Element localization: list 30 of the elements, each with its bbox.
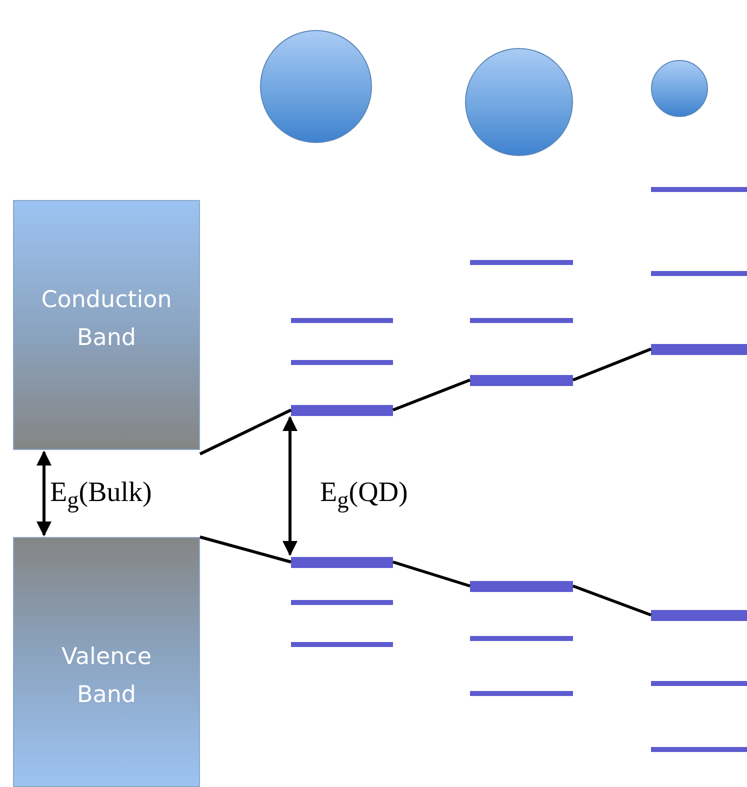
connector-line xyxy=(199,408,292,456)
energy-level xyxy=(651,270,747,276)
energy-level xyxy=(651,680,747,686)
connector-line xyxy=(572,348,652,382)
energy-level xyxy=(651,344,747,354)
energy-level xyxy=(470,260,573,264)
connector-line xyxy=(392,560,470,588)
band-label: Valence Band xyxy=(60,643,152,710)
energy-level xyxy=(291,642,393,646)
energy-level xyxy=(291,556,393,568)
band-label: Conduction Band xyxy=(40,286,173,353)
energy-level xyxy=(291,404,393,416)
energy-level xyxy=(651,610,747,620)
energy-level xyxy=(470,374,573,386)
double-arrow xyxy=(36,450,52,536)
energy-level xyxy=(291,318,393,322)
energy-level xyxy=(291,360,393,364)
energy-band-box xyxy=(13,537,200,787)
energy-level xyxy=(651,186,747,192)
double-arrow xyxy=(282,416,298,556)
energy-level xyxy=(470,318,573,322)
connector-line xyxy=(200,536,292,564)
energy-level xyxy=(470,636,573,640)
energy-band-box xyxy=(13,200,200,450)
energy-level xyxy=(470,690,573,696)
energy-level xyxy=(651,746,747,752)
connector-line xyxy=(392,378,471,412)
energy-level xyxy=(470,580,573,592)
connector-line xyxy=(572,584,652,616)
energy-level xyxy=(291,600,393,604)
